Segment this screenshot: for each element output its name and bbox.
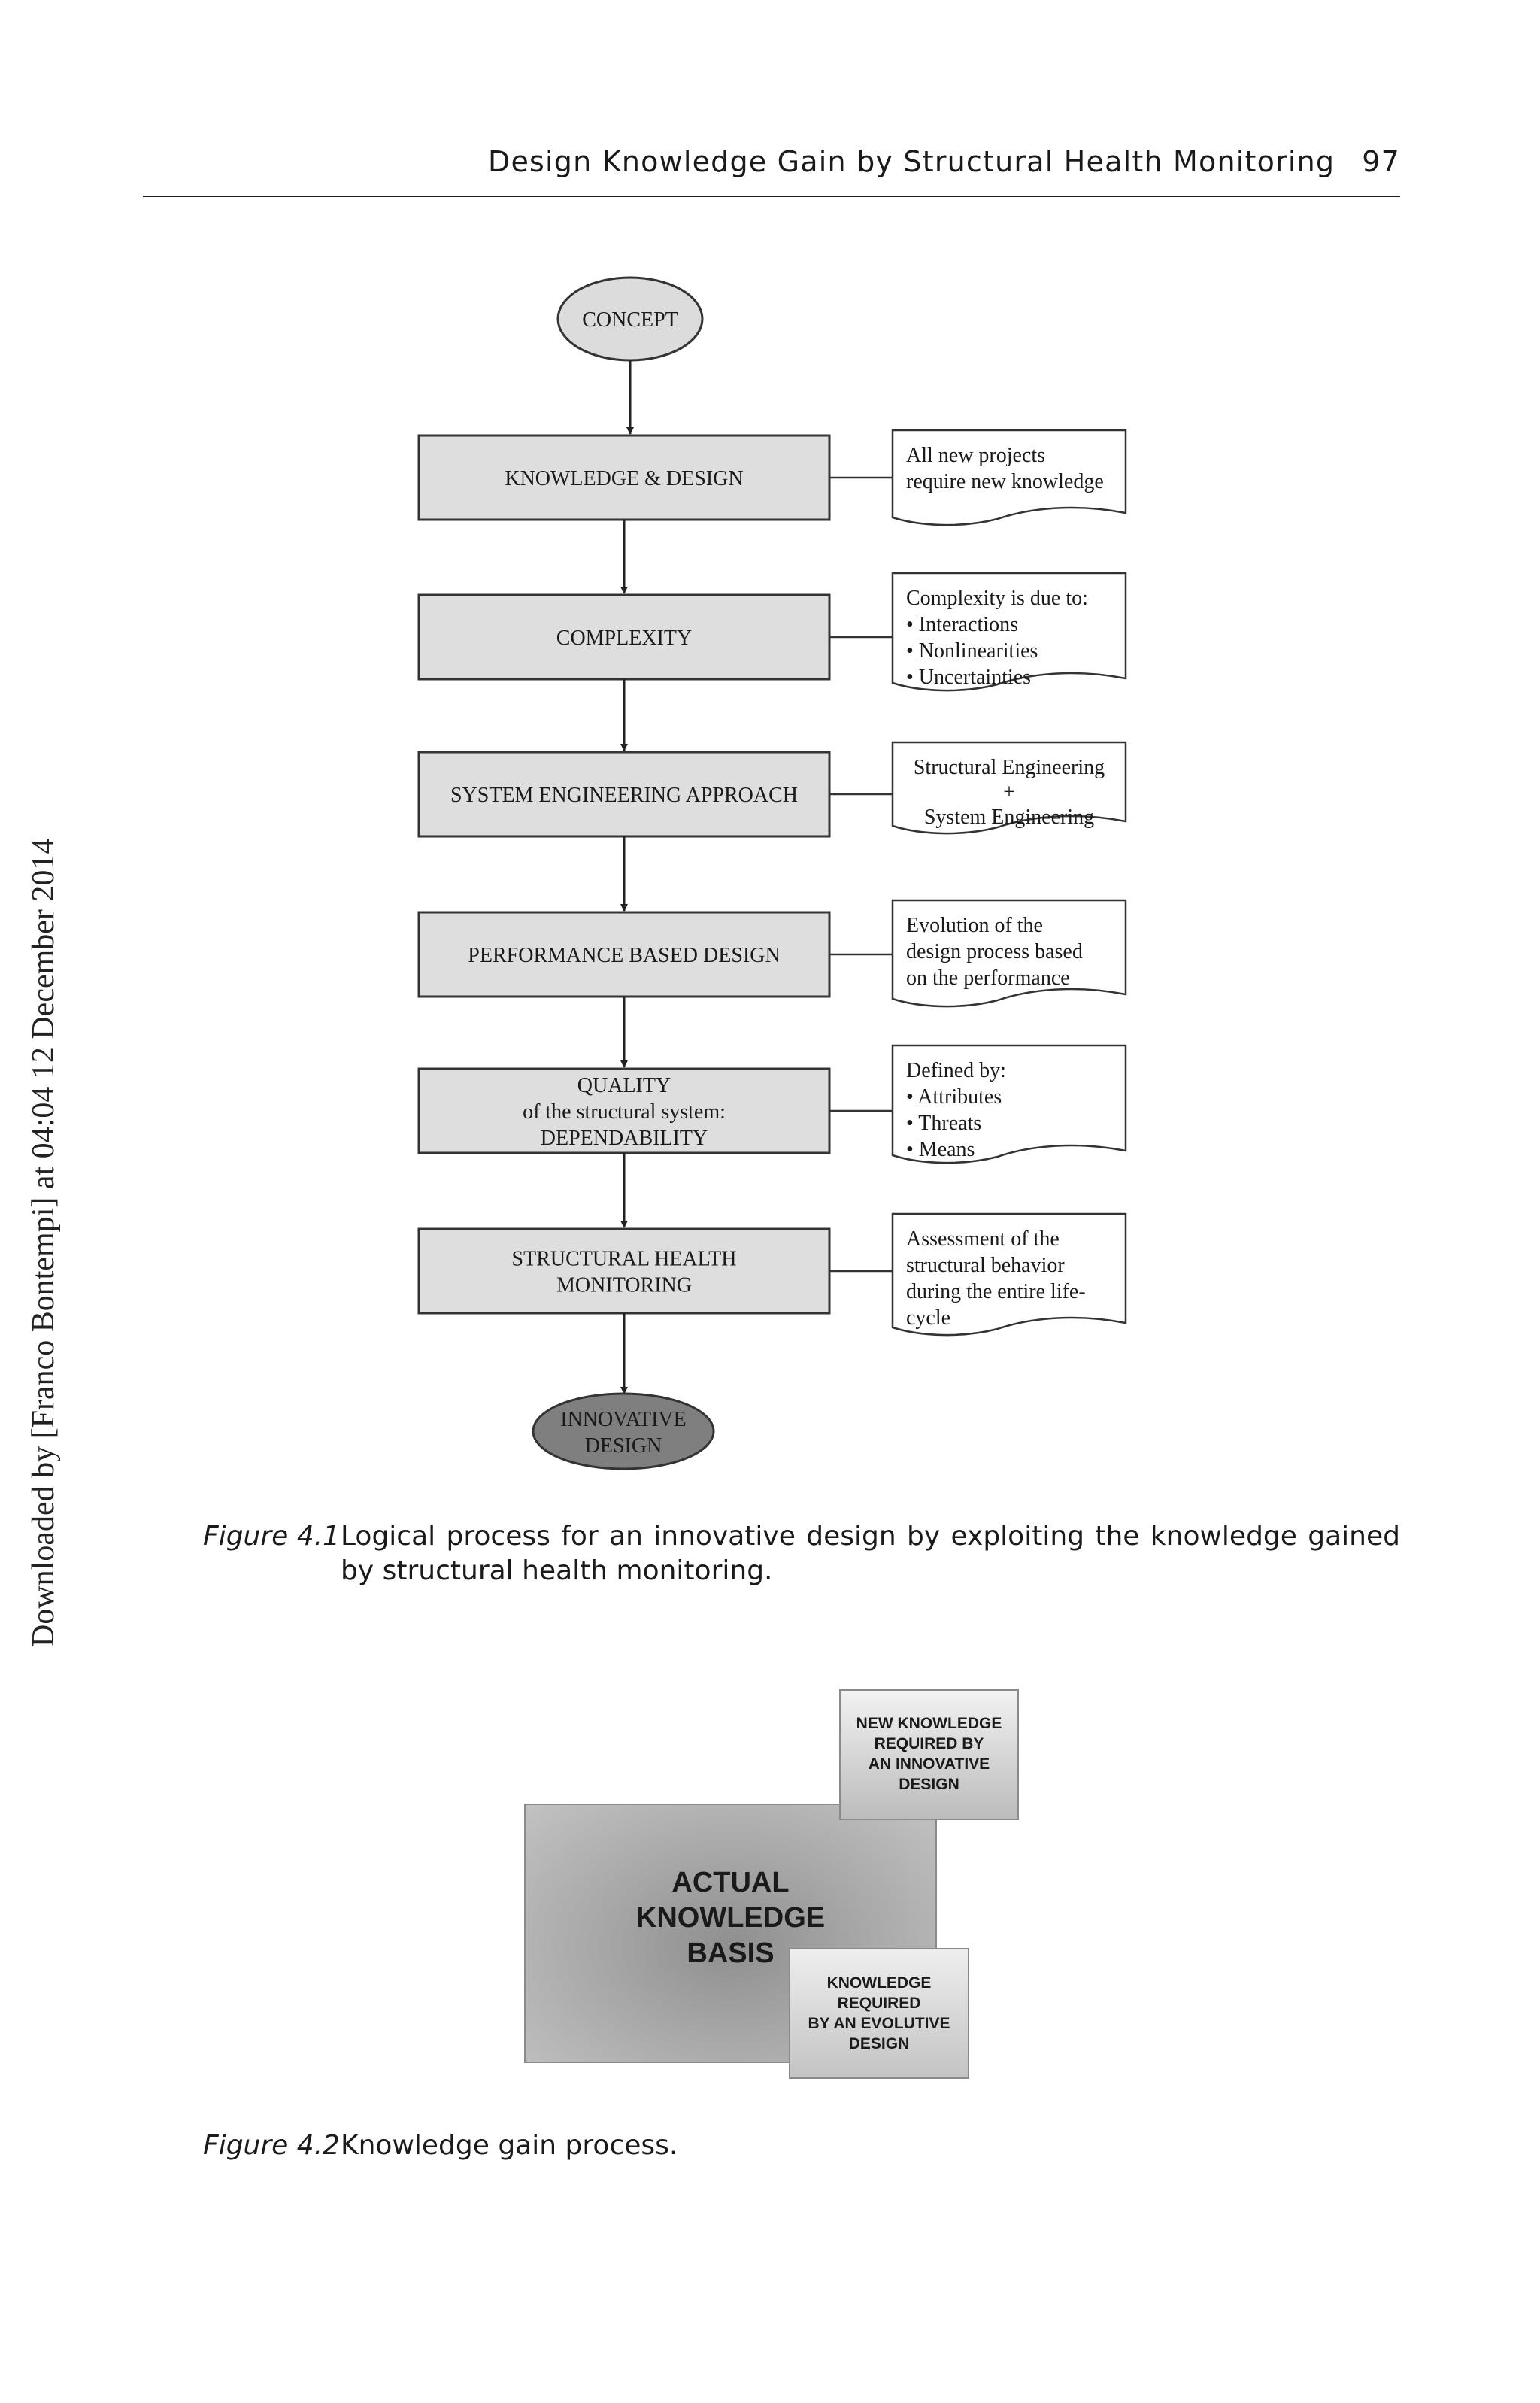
process-box-label: PERFORMANCE BASED DESIGN xyxy=(468,944,780,967)
process-box xyxy=(417,1067,831,1154)
evolutive-knowledge-label: KNOWLEDGE REQUIRED BY AN EVOLUTIVE DESIG… xyxy=(808,1974,950,2053)
header-rule xyxy=(143,196,1400,197)
evolutive-knowledge-box: KNOWLEDGE REQUIRED BY AN EVOLUTIVE DESIG… xyxy=(789,1948,969,2079)
annotation-note xyxy=(891,741,1127,835)
process-box-label: COMPLEXITY xyxy=(556,627,692,650)
figure-4-2-caption: Figure 4.2 Knowledge gain process. xyxy=(203,2128,955,2166)
annotation-note-text: Structural Engineering+System Engineerin… xyxy=(914,756,1105,829)
annotation-note-text: Complexity is due to:• Interactions• Non… xyxy=(906,587,1088,689)
figure-4-2-caption-text: Knowledge gain process. xyxy=(341,2130,678,2161)
annotation-note xyxy=(891,1212,1127,1337)
running-title: Design Knowledge Gain by Structural Heal… xyxy=(488,145,1335,178)
concept-label: CONCEPT xyxy=(582,308,678,332)
page-number: 97 xyxy=(1362,145,1400,178)
figure-4-2-label: Figure 4.2 xyxy=(203,2130,341,2161)
annotation-note xyxy=(891,572,1127,692)
figure-4-1-caption-text: Logical process for an innovative design… xyxy=(341,1521,1400,1586)
annotation-note-text: Defined by:• Attributes• Threats• Means xyxy=(906,1059,1006,1161)
new-knowledge-label: NEW KNOWLEDGE REQUIRED BY AN INNOVATIVE … xyxy=(856,1715,1002,1793)
process-box xyxy=(417,1227,831,1315)
process-box xyxy=(417,911,831,998)
annotation-note xyxy=(891,1044,1127,1164)
annotation-note xyxy=(891,899,1127,1008)
running-header: Design Knowledge Gain by Structural Heal… xyxy=(143,145,1400,178)
actual-knowledge-label: ACTUAL KNOWLEDGE BASIS xyxy=(635,1867,826,1969)
figure-4-1-label: Figure 4.1 xyxy=(203,1521,341,1552)
new-knowledge-box: NEW KNOWLEDGE REQUIRED BY AN INNOVATIVE … xyxy=(839,1689,1019,1820)
annotation-note xyxy=(891,429,1127,526)
figure-4-1-flowchart: CONCEPT KNOWLEDGE & DESIGN All new project… xyxy=(417,276,1127,1470)
innovative-design-node xyxy=(532,1392,715,1470)
process-box-label: SYSTEM ENGINEERING APPROACH xyxy=(450,784,798,807)
process-box-label: KNOWLEDGE & DESIGN xyxy=(505,467,743,490)
figure-4-1-caption: Figure 4.1 Logical process for an innova… xyxy=(203,1519,1400,1594)
